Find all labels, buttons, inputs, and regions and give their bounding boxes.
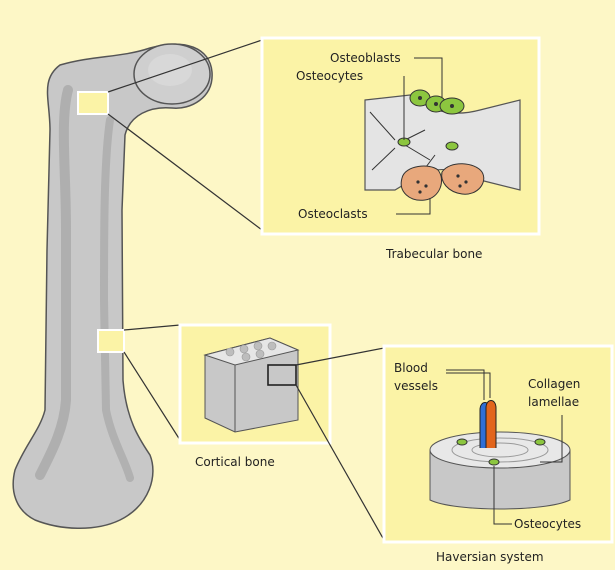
osteocyte-cell (446, 142, 458, 150)
label-osteoclasts: Osteoclasts (298, 207, 368, 221)
label-vessels: vessels (394, 379, 438, 393)
cortical-panel (180, 325, 330, 443)
label-collagen: Collagen (528, 377, 580, 391)
trabecular-panel: Osteoblasts Osteocytes Osteoclasts (262, 38, 539, 234)
haversian-panel: Blood vessels Collagen lamellae Osteocyt… (384, 346, 612, 542)
femur (13, 44, 212, 528)
cortical-highlight (98, 330, 124, 352)
label-osteocytes-haversian: Osteocytes (514, 517, 581, 531)
label-lamellae: lamellae (528, 395, 579, 409)
label-osteocytes-trabecular: Osteocytes (296, 69, 363, 83)
osteocyte-cell (489, 459, 499, 465)
trabecular-highlight (78, 92, 108, 114)
blood-vessel-orange (486, 401, 496, 449)
label-osteoblasts: Osteoblasts (330, 51, 401, 65)
caption-trabecular-bone: Trabecular bone (385, 247, 482, 261)
label-blood: Blood (394, 361, 428, 375)
caption-cortical-bone: Cortical bone (195, 455, 275, 469)
caption-haversian-system: Haversian system (436, 550, 544, 564)
